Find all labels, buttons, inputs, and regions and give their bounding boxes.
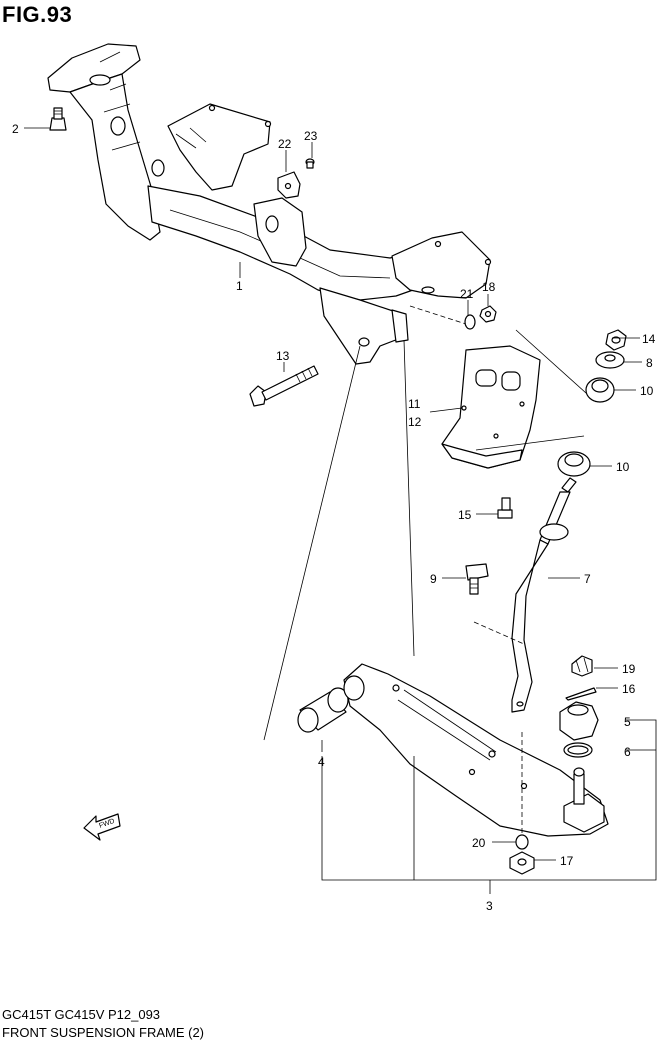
figure-footer: GC415T GC415V P12_093 FRONT SUSPENSION F… <box>2 1006 204 1042</box>
flange-bolt-left[interactable] <box>49 107 67 131</box>
callout-11: 11 <box>408 397 421 411</box>
bolt-15[interactable] <box>497 497 513 519</box>
callout-14: 14 <box>642 332 656 346</box>
nut-lower[interactable] <box>509 851 535 875</box>
callout-3: 3 <box>486 899 493 913</box>
long-bolt[interactable] <box>249 365 319 407</box>
callout-10b: 10 <box>616 460 630 474</box>
section-title: FRONT SUSPENSION FRAME (2) <box>2 1025 205 1040</box>
callout-8: 8 <box>646 356 653 370</box>
callout-23: 23 <box>304 129 318 143</box>
washer-top[interactable] <box>464 314 476 330</box>
stabilizer-bracket[interactable] <box>441 345 541 469</box>
cotter-pin[interactable] <box>565 687 597 701</box>
arm-bushing[interactable] <box>297 675 365 733</box>
bushing-upper[interactable] <box>585 377 615 403</box>
bracket-outline-lines <box>475 329 597 451</box>
small-bolt[interactable] <box>305 158 315 169</box>
lower-control-arm[interactable] <box>343 663 609 837</box>
callout-5: 5 <box>624 715 631 729</box>
callout-17: 17 <box>560 854 574 868</box>
clip-ring[interactable] <box>563 742 593 758</box>
callout-7: 7 <box>584 572 591 586</box>
callout-4: 4 <box>318 755 325 769</box>
callout-labels: 1 2 3 4 5 6 7 8 9 10 10 11 12 13 14 15 1… <box>12 122 656 913</box>
callout-9: 9 <box>430 572 437 586</box>
washer-stabilizer[interactable] <box>595 351 625 369</box>
frame-to-washer-guide <box>409 305 467 325</box>
callout-21: 21 <box>460 287 474 301</box>
callout-6: 6 <box>624 745 631 759</box>
nut-stabilizer[interactable] <box>605 329 627 351</box>
callout-19: 19 <box>622 662 636 676</box>
callout-15: 15 <box>458 508 472 522</box>
frame-to-bushing-lines <box>263 339 415 741</box>
stabilizer-bar[interactable] <box>511 477 577 713</box>
bar-guide <box>473 621 525 645</box>
leader-lines <box>24 127 642 861</box>
callout-1: 1 <box>236 279 243 293</box>
callout-22: 22 <box>278 137 292 151</box>
fwd-arrow-icon: FWD <box>83 813 121 841</box>
bolt-9[interactable] <box>465 563 489 595</box>
callout-20: 20 <box>472 836 486 850</box>
callout-10a: 10 <box>640 384 654 398</box>
callout-16: 16 <box>622 682 636 696</box>
callout-2: 2 <box>12 122 19 136</box>
model-line: GC415T GC415V P12_093 <box>2 1007 161 1022</box>
washer-lower[interactable] <box>515 834 529 850</box>
callout-13: 13 <box>276 349 290 363</box>
callout-12: 12 <box>408 415 422 429</box>
figure-title: FIG.93 <box>2 2 73 27</box>
small-bracket[interactable] <box>277 171 301 199</box>
callout-18: 18 <box>482 280 496 294</box>
castle-nut[interactable] <box>571 655 593 677</box>
dust-cover[interactable] <box>559 701 599 741</box>
nut-top[interactable] <box>479 305 497 323</box>
bushing-lower[interactable] <box>557 451 591 477</box>
assembly-bracket-3 <box>321 719 657 894</box>
suspension-frame[interactable] <box>47 43 492 365</box>
